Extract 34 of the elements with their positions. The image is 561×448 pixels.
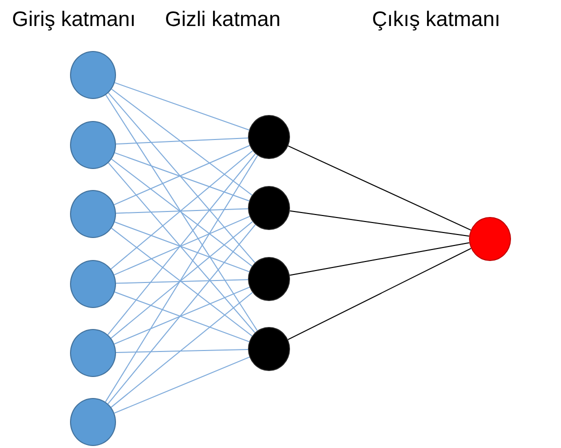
connection-line bbox=[116, 349, 248, 353]
hidden-neuron bbox=[248, 327, 290, 371]
connection-line bbox=[105, 155, 258, 402]
connection-line bbox=[289, 210, 470, 237]
connection-line bbox=[111, 88, 252, 196]
input-neuron bbox=[70, 398, 116, 446]
connection-line bbox=[108, 92, 256, 264]
hidden-neuron bbox=[248, 257, 290, 301]
input-neuron bbox=[70, 121, 116, 169]
connection-line bbox=[114, 152, 250, 202]
connection-line bbox=[110, 292, 253, 408]
connection-line bbox=[116, 279, 248, 284]
connection-line bbox=[116, 208, 248, 214]
input-neuron bbox=[70, 190, 116, 238]
connection-line bbox=[116, 138, 248, 144]
layer-title: Çıkış katmanı bbox=[372, 8, 500, 32]
connection-line bbox=[289, 242, 470, 276]
input-neuron bbox=[70, 51, 116, 99]
layer-title: Giriş katmanı bbox=[12, 8, 136, 32]
connection-line bbox=[108, 224, 256, 404]
connection-line bbox=[288, 248, 472, 340]
connection-line bbox=[114, 216, 250, 276]
hidden-neuron bbox=[248, 115, 290, 159]
connection-line bbox=[105, 94, 258, 332]
connection-line bbox=[288, 145, 472, 231]
input-neuron bbox=[70, 329, 116, 377]
input-neuron bbox=[70, 260, 116, 308]
output-neuron bbox=[469, 217, 511, 261]
connection-line bbox=[114, 356, 250, 414]
connection-line bbox=[114, 82, 250, 130]
hidden-neuron bbox=[248, 186, 290, 230]
connection-line bbox=[114, 145, 250, 206]
layer-title: Gizli katman bbox=[165, 8, 281, 32]
connection-line bbox=[114, 222, 250, 272]
